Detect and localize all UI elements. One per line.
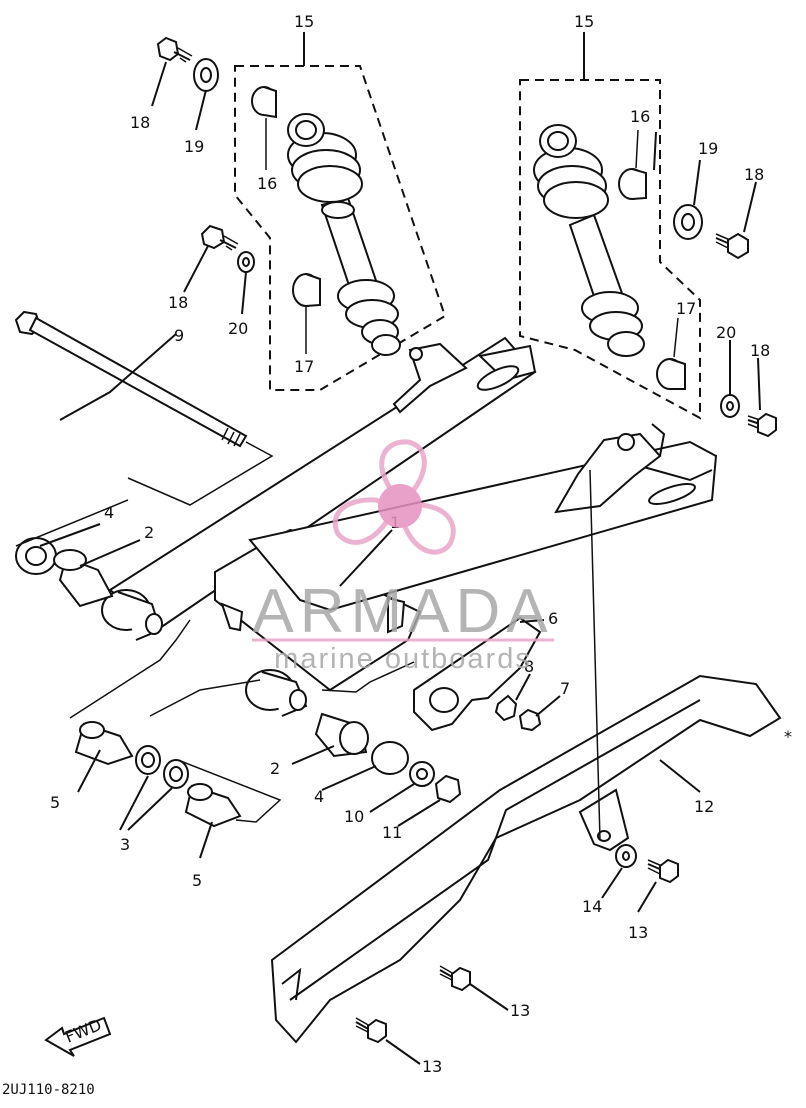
- bushing-2-right: [314, 712, 369, 758]
- lower-pivot-projection: [149, 679, 282, 823]
- callout-15-left: 15: [294, 12, 314, 31]
- callout-10: 10: [344, 807, 364, 826]
- chain-case-12: [270, 469, 782, 1044]
- callout-2-right: 2: [270, 759, 280, 778]
- bolt-18-top-left: [156, 36, 193, 63]
- asterisk-mark: *: [784, 727, 792, 746]
- callout-16-left: 16: [257, 174, 277, 193]
- left-bushing-17: [292, 273, 321, 307]
- callout-18-right-lower: 18: [750, 341, 770, 360]
- callout-3: 3: [120, 835, 130, 854]
- chain-guide-6: [413, 616, 542, 732]
- callout-9: 9: [174, 326, 184, 345]
- callout-6: 6: [548, 609, 558, 628]
- bolt-18-right-lower: [747, 412, 777, 438]
- leader-lines: [39, 32, 761, 1065]
- callout-20-left: 20: [228, 319, 248, 338]
- callout-11: 11: [382, 823, 402, 842]
- collar-5-left: [74, 721, 134, 766]
- callout-13-a: 13: [628, 923, 648, 942]
- washer-3b: [163, 759, 189, 789]
- callout-14: 14: [582, 897, 602, 916]
- right-shock-dashed-outline: [519, 79, 701, 420]
- nut-11: [434, 774, 462, 804]
- washer-3a: [135, 745, 161, 775]
- bolt-18-mid-left: [200, 224, 239, 251]
- right-shock-absorber: [533, 124, 645, 357]
- washer-10: [409, 761, 435, 787]
- callout-16-right: 16: [630, 107, 650, 126]
- callout-4-left: 4: [104, 503, 114, 522]
- propeller-logo-icon: [332, 439, 456, 555]
- callout-13-c: 13: [422, 1057, 442, 1076]
- callout-20-right: 20: [716, 323, 736, 342]
- right-pivot-boss: [245, 669, 308, 717]
- left-shock-dashed-outline: [234, 65, 447, 391]
- callout-18-top-left: 18: [130, 113, 150, 132]
- washer-14: [615, 844, 637, 868]
- shaft-projection-line: [127, 441, 274, 506]
- left-pivot-projection: [15, 499, 191, 719]
- plate-8: [494, 694, 518, 722]
- right-bushing-16: [618, 168, 647, 200]
- watermark-tagline: marine outboards: [274, 643, 532, 675]
- callout-2-left: 2: [144, 523, 154, 542]
- callout-5-right: 5: [192, 871, 202, 890]
- watermark-brand: ARMADA: [252, 577, 553, 646]
- washer-20-right: [720, 394, 740, 418]
- callout-5-left: 5: [50, 793, 60, 812]
- callout-8: 8: [524, 657, 534, 676]
- swingarm-1: [101, 336, 718, 717]
- right-pivot-projection: [321, 661, 415, 693]
- left-shock-group: [234, 65, 447, 391]
- washer-19-top-left: [193, 58, 219, 92]
- pivot-shaft-9: [14, 310, 248, 448]
- left-bushing-16: [251, 86, 277, 119]
- callout-17-left: 17: [294, 357, 314, 376]
- callout-18-right-upper: 18: [744, 165, 764, 184]
- callout-17-right: 17: [676, 299, 696, 318]
- callout-7: 7: [560, 679, 570, 698]
- callout-18-mid-left: 18: [168, 293, 188, 312]
- right-bushing-17: [656, 358, 686, 390]
- callout-19-top-left: 19: [184, 137, 204, 156]
- screw-13b: [439, 965, 471, 992]
- left-shock-absorber: [287, 113, 401, 356]
- washer-20-mid-left: [237, 251, 255, 273]
- part-code: 2UJ110-8210: [2, 1082, 95, 1098]
- screw-13c: [355, 1017, 387, 1044]
- fwd-direction-arrow: FWD: [44, 1015, 112, 1057]
- bushing-2-left: [53, 549, 114, 608]
- bolt-7: [518, 708, 542, 732]
- armada-watermark: ARMADA marine outboards: [252, 439, 554, 675]
- callout-13-b: 13: [510, 1001, 530, 1020]
- bolt-18-right-upper: [715, 232, 749, 260]
- callout-4-right: 4: [314, 787, 324, 806]
- callout-19-right: 19: [698, 139, 718, 158]
- thrust-cover-4-right: [371, 741, 409, 775]
- thrust-cover-4-left: [15, 537, 57, 575]
- screw-13a: [647, 858, 679, 884]
- right-shock-group: [519, 79, 701, 420]
- left-pivot-boss: [101, 589, 163, 641]
- callout-15-right: 15: [574, 12, 594, 31]
- washer-19-right: [673, 204, 703, 240]
- collar-5-right: [184, 783, 242, 828]
- callout-12: 12: [694, 797, 714, 816]
